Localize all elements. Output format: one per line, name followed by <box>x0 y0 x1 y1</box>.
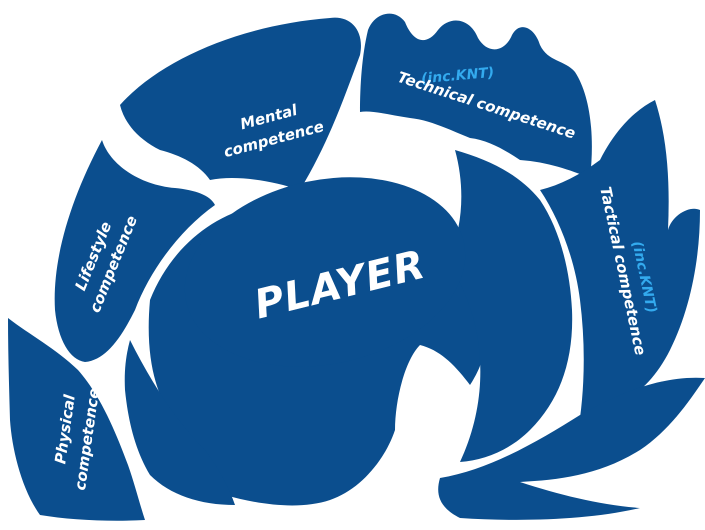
right-inner-curl <box>448 150 573 462</box>
player-ellipse <box>184 177 466 367</box>
left-lower-leaf <box>124 340 235 505</box>
technical-knt-note: (inc.KNT) <box>420 65 494 87</box>
mental-competence-petal <box>120 17 361 190</box>
tactical-competence-petal <box>540 100 700 418</box>
technical-competence-petal <box>360 13 592 179</box>
lifestyle-competence-petal <box>54 140 216 362</box>
bottom-right-leaf <box>438 377 705 520</box>
physical-competence-petal <box>8 318 145 521</box>
